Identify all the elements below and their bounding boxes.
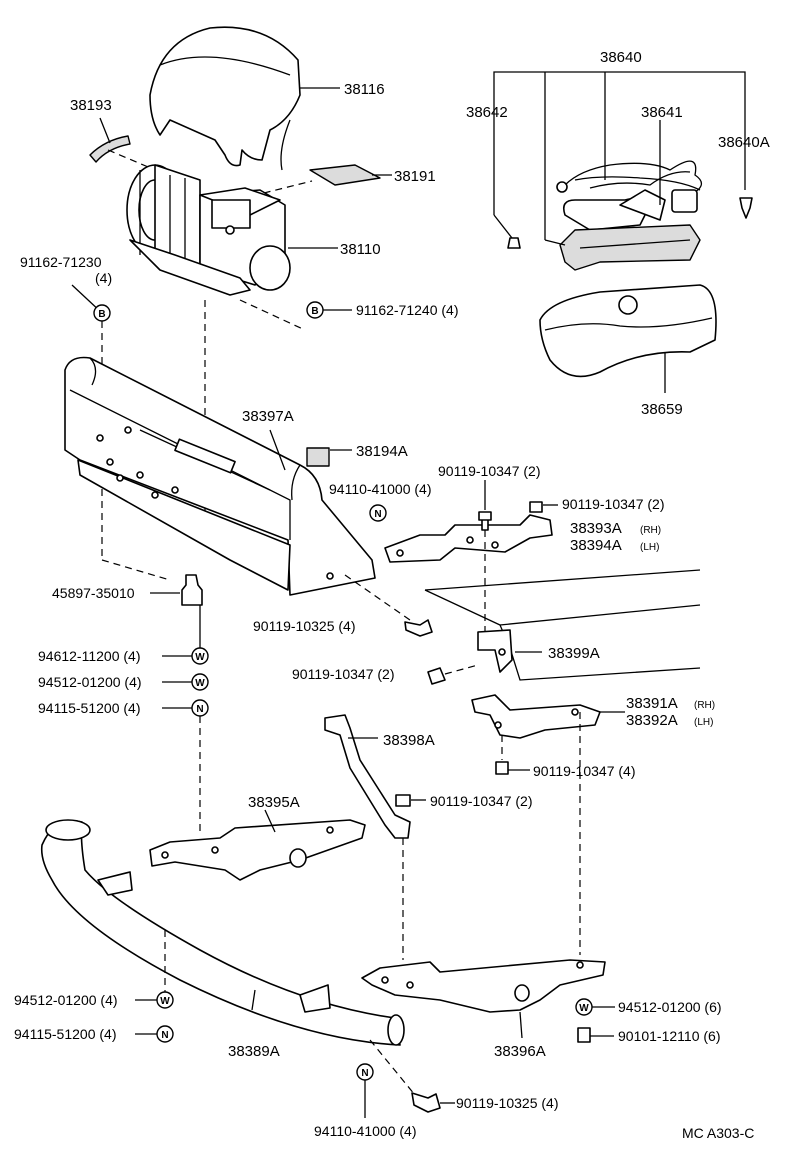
label-38659: 38659 — [641, 401, 683, 418]
label-38640A: 38640A — [718, 134, 770, 151]
label-38395A: 38395A — [248, 794, 300, 811]
label-94612-11200: 94612-11200 (4) — [38, 648, 140, 664]
label-94512-01200-c: 94512-01200 (6) — [618, 999, 722, 1015]
label-90119-10325-top: 90119-10325 (4) — [253, 618, 355, 634]
winch-mount-frame-38397A — [64, 356, 376, 596]
label-38391A: 38391A — [626, 695, 678, 712]
screw-38642 — [507, 237, 521, 249]
label-90101-12110: 90101-12110 (6) — [618, 1028, 720, 1044]
label-90119-10347-d: 90119-10347 (4) — [533, 763, 635, 779]
svg-text:N: N — [361, 1068, 368, 1079]
label-38640: 38640 — [600, 49, 642, 66]
decal-38194A — [306, 447, 330, 467]
label-91162-71230: 91162-71230 — [20, 254, 102, 270]
bolt-90119-10347-b — [529, 501, 543, 513]
nut-symbol-94115-a: N — [191, 699, 209, 717]
label-38399A: 38399A — [548, 645, 600, 662]
label-90119-10347-c: 90119-10347 (2) — [292, 666, 394, 682]
washer-symbol-94512-a: W — [191, 673, 209, 691]
label-38392A: 38392A — [626, 712, 678, 729]
bolt-90119-10325-top — [404, 619, 433, 637]
nut-symbol-94110-top: N — [369, 504, 387, 522]
label-38391A-rh: (RH) — [694, 700, 715, 711]
label-90119-10325-bot: 90119-10325 (4) — [456, 1095, 558, 1111]
label-38194A: 38194A — [356, 443, 408, 460]
svg-text:W: W — [195, 678, 205, 689]
svg-text:B: B — [98, 309, 105, 320]
label-90119-10347-b: 90119-10347 (2) — [562, 496, 664, 512]
label-94512-01200-b: 94512-01200 (4) — [14, 992, 118, 1008]
winch-cover-38116 — [149, 26, 301, 171]
bolt-90119-10347-c — [427, 667, 446, 685]
label-94512-01200-a: 94512-01200 (4) — [38, 674, 142, 690]
part-labels: 38640 38642 38641 38640A 38116 38193 381… — [14, 49, 770, 1141]
clip-38640A — [739, 197, 753, 219]
label-38393A-rh: (RH) — [640, 525, 661, 536]
label-38397A: 38397A — [242, 408, 294, 425]
bracket-38393A-38394A — [384, 514, 553, 563]
label-94110-41000-bot: 94110-41000 (4) — [314, 1123, 416, 1139]
label-38191: 38191 — [394, 168, 436, 185]
label-94115-51200-a: 94115-51200 (4) — [38, 700, 140, 716]
nut-symbol-94115-b: N — [156, 1025, 174, 1043]
label-38193: 38193 — [70, 97, 112, 114]
label-94115-51200-b: 94115-51200 (4) — [14, 1026, 116, 1042]
bolt-90119-10347-a — [478, 511, 492, 531]
svg-text:B: B — [311, 306, 318, 317]
label-38398A: 38398A — [383, 732, 435, 749]
remote-switch-38641 — [556, 160, 702, 271]
label-38396A: 38396A — [494, 1043, 546, 1060]
bolt-symbol-91162-71230: B — [93, 304, 111, 322]
label-94110-41000-top: 94110-41000 (4) — [329, 481, 431, 497]
bracket-38395A — [149, 819, 366, 881]
label-38394A-lh: (LH) — [640, 542, 659, 553]
bolt-symbol-91162-71240: B — [306, 301, 324, 319]
svg-text:W: W — [195, 652, 205, 663]
label-38393A: 38393A — [570, 520, 622, 537]
washer-symbol-94612: W — [191, 647, 209, 665]
label-38641: 38641 — [641, 104, 683, 121]
label-38392A-lh: (LH) — [694, 717, 713, 728]
caution-label-38191 — [309, 164, 381, 186]
svg-text:N: N — [161, 1030, 168, 1041]
label-45897-35010: 45897-35010 — [52, 585, 135, 601]
bolt-90119-10347-d — [495, 761, 509, 775]
stay-38398A — [324, 714, 411, 839]
fitting-45897-35010 — [181, 574, 203, 606]
label-38389A: 38389A — [228, 1043, 280, 1060]
label-91162-71230-qty: (4) — [95, 270, 112, 286]
label-90119-10347-a: 90119-10347 (2) — [438, 463, 540, 479]
label-38394A: 38394A — [570, 537, 622, 554]
svg-text:W: W — [160, 996, 170, 1007]
diagram-code: MC A303-C — [682, 1125, 754, 1141]
label-38116: 38116 — [344, 81, 385, 98]
storage-bag-38659 — [539, 284, 717, 378]
label-91162-71240: 91162-71240 (4) — [356, 302, 458, 318]
svg-text:N: N — [374, 509, 381, 520]
label-90119-10347-e: 90119-10347 (2) — [430, 793, 532, 809]
bolt-90119-10325-bot — [411, 1092, 441, 1113]
label-38110: 38110 — [340, 241, 381, 258]
bolt-90119-10347-e — [395, 794, 411, 807]
svg-text:N: N — [196, 704, 203, 715]
guard-bar-38389A — [40, 819, 405, 1046]
guide-plate-38193 — [89, 135, 131, 163]
bolt-90101-12110 — [577, 1027, 591, 1043]
washer-symbol-94512-b: W — [156, 991, 174, 1009]
nut-symbol-94110-bot: N — [356, 1063, 374, 1081]
washer-symbol-94512-c: W — [575, 998, 593, 1016]
vehicle-frame-rail — [424, 569, 701, 681]
bracket-38391A-38392A — [471, 694, 601, 739]
bracket-38399A — [477, 629, 513, 673]
label-38642: 38642 — [466, 104, 508, 121]
winch-assembly-38110 — [126, 164, 291, 296]
bracket-38396A — [361, 959, 606, 1013]
svg-text:W: W — [579, 1003, 589, 1014]
